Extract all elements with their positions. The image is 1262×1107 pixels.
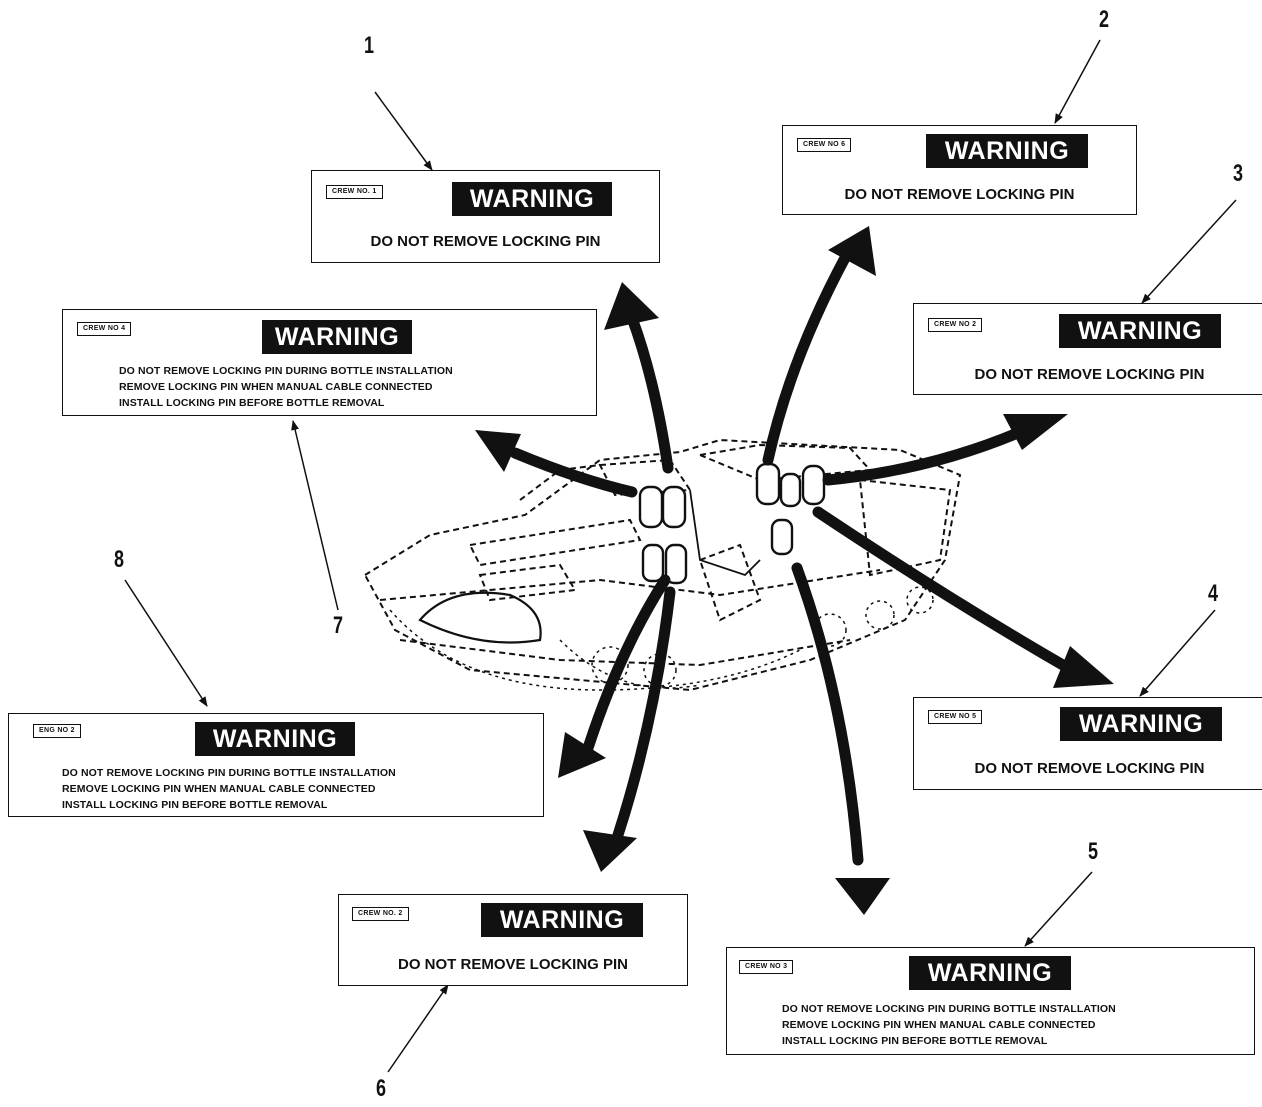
extinguisher-bottles xyxy=(638,462,826,585)
callout-number-5: 5 xyxy=(1088,838,1099,865)
warning-plate-1: CREW NO. 1 WARNING DO NOT REMOVE LOCKING… xyxy=(311,170,660,263)
crew-tag: CREW NO 6 xyxy=(797,138,852,152)
instruction-line: INSTALL LOCKING PIN BEFORE BOTTLE REMOVA… xyxy=(62,799,328,811)
callout-number-2: 2 xyxy=(1099,6,1110,33)
callout-number-7: 7 xyxy=(333,612,344,639)
crew-tag: CREW NO. 1 xyxy=(326,185,383,199)
callout-leaders xyxy=(124,39,1237,1073)
warning-message: DO NOT REMOVE LOCKING PIN xyxy=(397,956,628,973)
callout-number-6: 6 xyxy=(376,1075,387,1102)
warning-plate-8: ENG NO 2 WARNING DO NOT REMOVE LOCKING P… xyxy=(8,713,544,817)
instruction-line: DO NOT REMOVE LOCKING PIN DURING BOTTLE … xyxy=(119,365,453,377)
warning-instructions: DO NOT REMOVE LOCKING PIN DURING BOTTLE … xyxy=(119,363,453,411)
warning-plate-2: CREW NO 6 WARNING DO NOT REMOVE LOCKING … xyxy=(782,125,1137,215)
warning-plate-3: CREW NO 2 WARNING DO NOT REMOVE LOCKING … xyxy=(913,303,1262,395)
instruction-line: REMOVE LOCKING PIN WHEN MANUAL CABLE CON… xyxy=(119,381,433,393)
warning-message: DO NOT REMOVE LOCKING PIN xyxy=(370,233,601,250)
crew-tag: ENG NO 2 xyxy=(33,724,81,738)
warning-banner: WARNING xyxy=(909,956,1071,990)
warning-message: DO NOT REMOVE LOCKING PIN xyxy=(974,366,1205,383)
warning-message: DO NOT REMOVE LOCKING PIN xyxy=(844,186,1075,203)
warning-plate-6: CREW NO. 2 WARNING DO NOT REMOVE LOCKING… xyxy=(338,894,688,986)
crew-tag: CREW NO 2 xyxy=(928,318,983,332)
crew-tag: CREW NO 4 xyxy=(77,322,132,336)
instruction-line: DO NOT REMOVE LOCKING PIN DURING BOTTLE … xyxy=(62,767,396,779)
location-arrows xyxy=(509,250,1074,866)
warning-banner: WARNING xyxy=(1060,707,1222,741)
warning-message: DO NOT REMOVE LOCKING PIN xyxy=(974,760,1205,777)
callout-number-3: 3 xyxy=(1233,160,1244,187)
warning-banner: WARNING xyxy=(481,903,643,937)
crew-tag: CREW NO 3 xyxy=(739,960,794,974)
instruction-line: REMOVE LOCKING PIN WHEN MANUAL CABLE CON… xyxy=(62,783,376,795)
callout-number-8: 8 xyxy=(114,546,125,573)
warning-plate-5: CREW NO 3 WARNING DO NOT REMOVE LOCKING … xyxy=(726,947,1255,1055)
arrow-heads xyxy=(475,226,1114,915)
crew-tag: CREW NO 5 xyxy=(928,710,983,724)
warning-banner: WARNING xyxy=(926,134,1088,168)
instruction-line: REMOVE LOCKING PIN WHEN MANUAL CABLE CON… xyxy=(782,1019,1096,1031)
warning-instructions: DO NOT REMOVE LOCKING PIN DURING BOTTLE … xyxy=(62,765,396,813)
instruction-line: INSTALL LOCKING PIN BEFORE BOTTLE REMOVA… xyxy=(782,1035,1048,1047)
warning-banner: WARNING xyxy=(1059,314,1221,348)
warning-banner: WARNING xyxy=(262,320,412,354)
warning-instructions: DO NOT REMOVE LOCKING PIN DURING BOTTLE … xyxy=(782,1001,1116,1049)
callout-number-4: 4 xyxy=(1208,580,1219,607)
warning-plate-7: CREW NO 4 WARNING DO NOT REMOVE LOCKING … xyxy=(62,309,597,416)
callout-number-1: 1 xyxy=(364,32,375,59)
instruction-line: DO NOT REMOVE LOCKING PIN DURING BOTTLE … xyxy=(782,1003,1116,1015)
warning-banner: WARNING xyxy=(195,722,355,756)
warning-plate-4: CREW NO 5 WARNING DO NOT REMOVE LOCKING … xyxy=(913,697,1262,790)
warning-banner: WARNING xyxy=(452,182,612,216)
instruction-line: INSTALL LOCKING PIN BEFORE BOTTLE REMOVA… xyxy=(119,397,385,409)
vehicle-pod xyxy=(418,591,542,644)
crew-tag: CREW NO. 2 xyxy=(352,907,409,921)
